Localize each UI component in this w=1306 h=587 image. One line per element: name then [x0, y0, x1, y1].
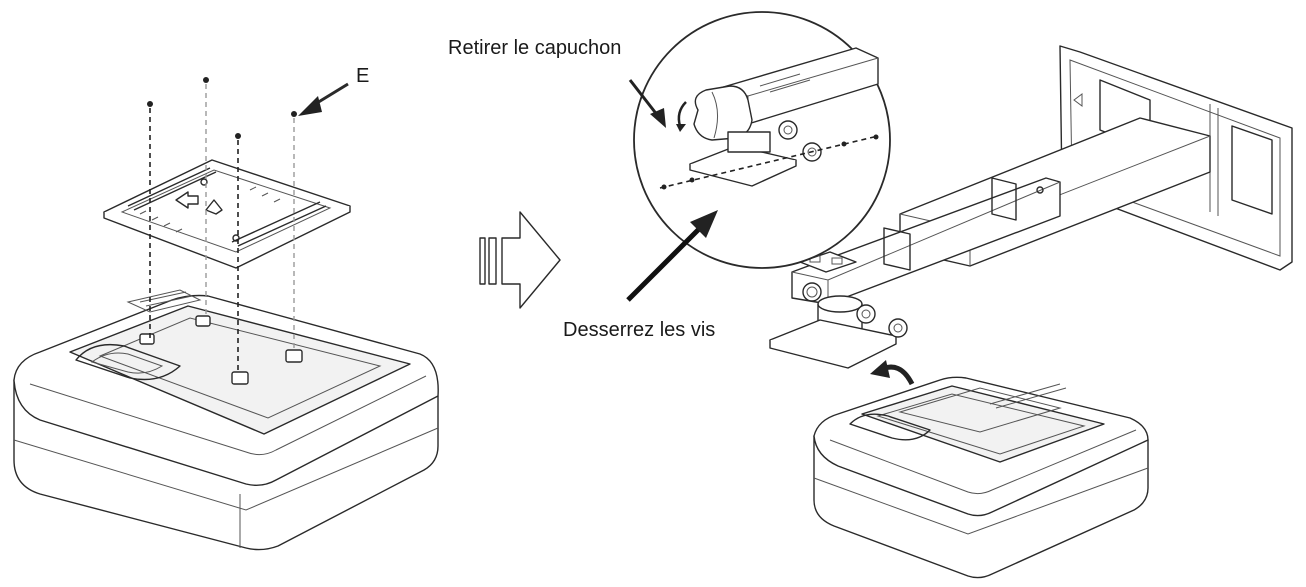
mounting-plate-left: [103, 159, 351, 269]
loosen-screws-label: Desserrez les vis: [563, 319, 716, 341]
remove-cap-label: Retirer le capuchon: [446, 37, 624, 59]
screw-callout-arrow: [298, 82, 349, 116]
projector-right: [813, 376, 1149, 579]
curved-arrow-icon: [870, 360, 915, 386]
loosen-screws-arrow: [626, 210, 718, 302]
detail-inset: [633, 11, 891, 269]
hollow-right-arrow-icon: [479, 211, 561, 309]
projector-left: [13, 289, 439, 551]
telescopic-arm: [791, 117, 1211, 305]
screw-callout-label: E: [356, 65, 370, 87]
screws-left: [147, 77, 297, 374]
adapter-bracket: [769, 295, 908, 369]
remove-cap-arrow: [628, 79, 666, 128]
